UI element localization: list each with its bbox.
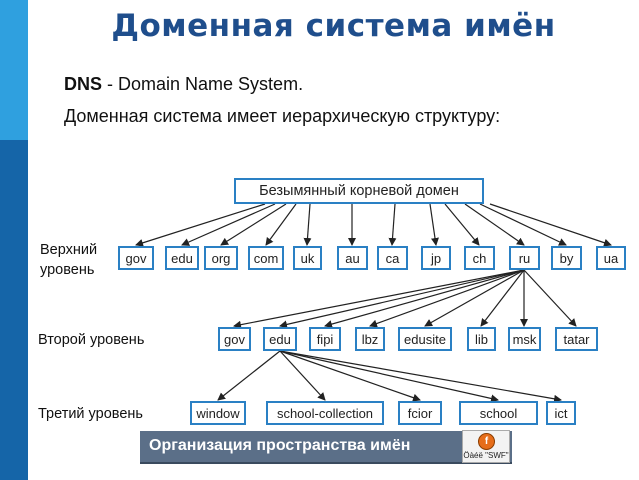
third-node-school-collection: school-collection	[266, 401, 384, 425]
swf-file-icon: f	[478, 433, 495, 450]
third-level-label: Третий уровень	[38, 406, 143, 422]
sld-node-fipi: fipi	[309, 327, 341, 351]
sld-node-edu: edu	[263, 327, 297, 351]
connector-edu-to-third-4	[279, 350, 562, 403]
second-level-label: Второй уровень	[38, 332, 145, 348]
footer-bar[interactable]: Организация пространства имён	[140, 431, 512, 464]
connector-root-to-tld-3	[265, 203, 297, 246]
connector-edu-to-third-2	[279, 350, 421, 402]
connector-root-to-tld-1	[181, 203, 276, 246]
connector-edu-to-third-1	[279, 350, 326, 401]
connector-root-to-tld-2	[220, 203, 287, 246]
dns-definition: DNS - Domain Name System.	[64, 74, 303, 95]
third-node-ict: ict	[546, 401, 576, 425]
connector-edu-to-third-3	[279, 350, 499, 403]
connector-ru-to-sld-1	[279, 269, 525, 329]
root-domain-node: Безымянный корневой домен	[234, 178, 484, 204]
tld-node-edu: edu	[165, 246, 199, 270]
connector-root-to-tld-8	[444, 203, 480, 246]
swf-file-button[interactable]: f Öàéë "SWF"	[462, 430, 510, 463]
sld-node-msk: msk	[508, 327, 541, 351]
tld-node-by: by	[551, 246, 582, 270]
connector-ru-to-sld-4	[424, 269, 525, 327]
third-node-fcior: fcior	[398, 401, 442, 425]
swf-file-caption: Öàéë "SWF"	[463, 451, 509, 460]
tld-node-au: au	[337, 246, 368, 270]
sld-node-lbz: lbz	[355, 327, 385, 351]
tld-node-gov: gov	[118, 246, 154, 270]
dns-expansion: - Domain Name System.	[102, 74, 304, 94]
dns-abbreviation: DNS	[64, 74, 103, 94]
tld-node-org: org	[204, 246, 238, 270]
top-level-label-line2: уровень	[40, 262, 95, 278]
sld-node-edusite: edusite	[398, 327, 452, 351]
third-node-school: school	[459, 401, 538, 425]
tld-node-uk: uk	[293, 246, 322, 270]
sld-node-tatar: tatar	[555, 327, 598, 351]
slide-title: Доменная система имён	[111, 8, 556, 44]
tld-node-ua: ua	[596, 246, 626, 270]
sld-node-gov: gov	[218, 327, 251, 351]
tld-node-jp: jp	[421, 246, 451, 270]
connector-root-to-tld-6	[388, 203, 397, 246]
connector-ru-to-sld-0	[233, 269, 525, 329]
connector-root-to-tld-11	[489, 203, 612, 247]
tld-node-ru: ru	[509, 246, 540, 270]
sld-node-lib: lib	[467, 327, 496, 351]
connector-ru-to-sld-5	[480, 269, 525, 327]
tld-node-ca: ca	[377, 246, 408, 270]
sidebar-accent-highlight	[0, 0, 28, 140]
connector-ru-to-sld-3	[369, 269, 525, 328]
connector-root-to-tld-0	[135, 203, 266, 247]
top-level-label-line1: Верхний	[40, 242, 98, 258]
connector-ru-to-sld-2	[324, 269, 525, 328]
structure-description: Доменная система имеет иерархическую стр…	[64, 106, 501, 126]
connector-ru-to-sld-7	[523, 269, 577, 327]
tld-node-com: com	[248, 246, 284, 270]
third-node-window: window	[190, 401, 246, 425]
tld-node-ch: ch	[464, 246, 495, 270]
connector-root-to-tld-10	[479, 203, 567, 246]
footer-title: Организация пространства имён	[149, 437, 411, 454]
connector-root-to-tld-7	[429, 203, 439, 246]
connector-root-to-tld-9	[464, 203, 525, 246]
connector-edu-to-third-0	[217, 350, 281, 401]
connector-root-to-tld-4	[303, 203, 312, 246]
